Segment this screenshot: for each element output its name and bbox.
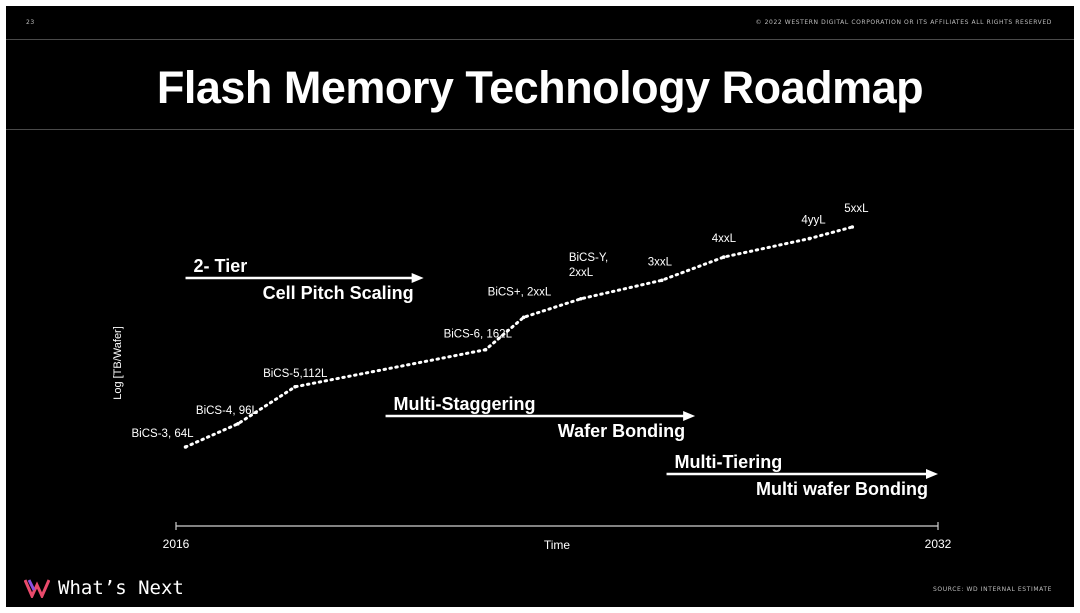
annotation-subtitle: Cell Pitch Scaling: [263, 283, 414, 303]
data-label: BiCS+, 2xxL: [488, 286, 552, 298]
data-label-line: 4xxL: [712, 233, 737, 245]
slide: 23 © 2022 WESTERN DIGITAL CORPORATION OR…: [6, 6, 1074, 607]
data-point: [521, 315, 526, 320]
brand-tagline: What’s Next: [58, 577, 184, 599]
x-tick-label: 2016: [163, 537, 190, 551]
annotation-subtitle: Multi wafer Bonding: [756, 479, 928, 499]
data-label: 4yyL: [801, 215, 826, 227]
title-divider: [6, 129, 1074, 130]
arrow-right-icon: [411, 273, 424, 283]
source-note: SOURCE: WD INTERNAL ESTIMATE: [933, 586, 1052, 593]
arrow-right-icon: [926, 469, 938, 479]
data-label-line: 4yyL: [801, 215, 826, 227]
data-label-line: 5xxL: [844, 203, 869, 215]
data-point: [850, 225, 855, 229]
y-axis-label: Log [TB/Wafer]: [112, 326, 124, 400]
data-label-line: BiCS-4, 96L: [196, 405, 259, 417]
annotation-title: 2- Tier: [194, 256, 248, 276]
roadmap-line: [184, 225, 854, 449]
data-label: 4xxL: [712, 233, 737, 245]
data-point: [721, 255, 726, 259]
data-point: [483, 347, 488, 352]
annotation-title: Multi-Tiering: [675, 452, 783, 472]
annotation-subtitle: Wafer Bonding: [558, 421, 685, 441]
data-point: [236, 422, 240, 426]
data-point: [659, 278, 664, 283]
data-label-line: BiCS-5,112L: [263, 368, 328, 380]
footer-brand: What’s Next: [24, 577, 184, 599]
data-label: BiCS-5,112L: [263, 368, 328, 380]
copyright-notice: © 2022 WESTERN DIGITAL CORPORATION OR IT…: [755, 19, 1052, 26]
data-label-line: BiCS+, 2xxL: [488, 286, 552, 298]
data-label: 3xxL: [648, 256, 673, 268]
data-label: BiCS-6, 162L: [444, 329, 513, 341]
data-label: BiCS-4, 96L: [196, 405, 259, 417]
slide-number: 23: [26, 19, 35, 26]
header-divider: [6, 39, 1074, 40]
arrow-right-icon: [683, 411, 696, 421]
data-label: 5xxL: [844, 203, 869, 215]
data-point: [293, 384, 297, 389]
x-tick-label: 2032: [925, 537, 952, 551]
data-point: [807, 236, 812, 241]
data-point: [579, 296, 583, 301]
data-label: BiCS-3, 64L: [132, 428, 195, 440]
slide-title: Flash Memory Technology Roadmap: [156, 62, 924, 113]
data-label-line: BiCS-6, 162L: [444, 329, 513, 341]
annotation-title: Multi-Staggering: [394, 394, 536, 414]
data-label: BiCS-Y, 2xxL: [569, 252, 608, 279]
data-point: [183, 445, 188, 449]
x-axis-label: Time: [544, 538, 571, 552]
data-label-line: BiCS-Y,: [569, 252, 608, 264]
data-label-line: 3xxL: [648, 256, 673, 268]
data-label-line: 2xxL: [569, 267, 594, 279]
data-label-line: BiCS-3, 64L: [132, 428, 195, 440]
wd-logo-icon: [24, 579, 50, 598]
